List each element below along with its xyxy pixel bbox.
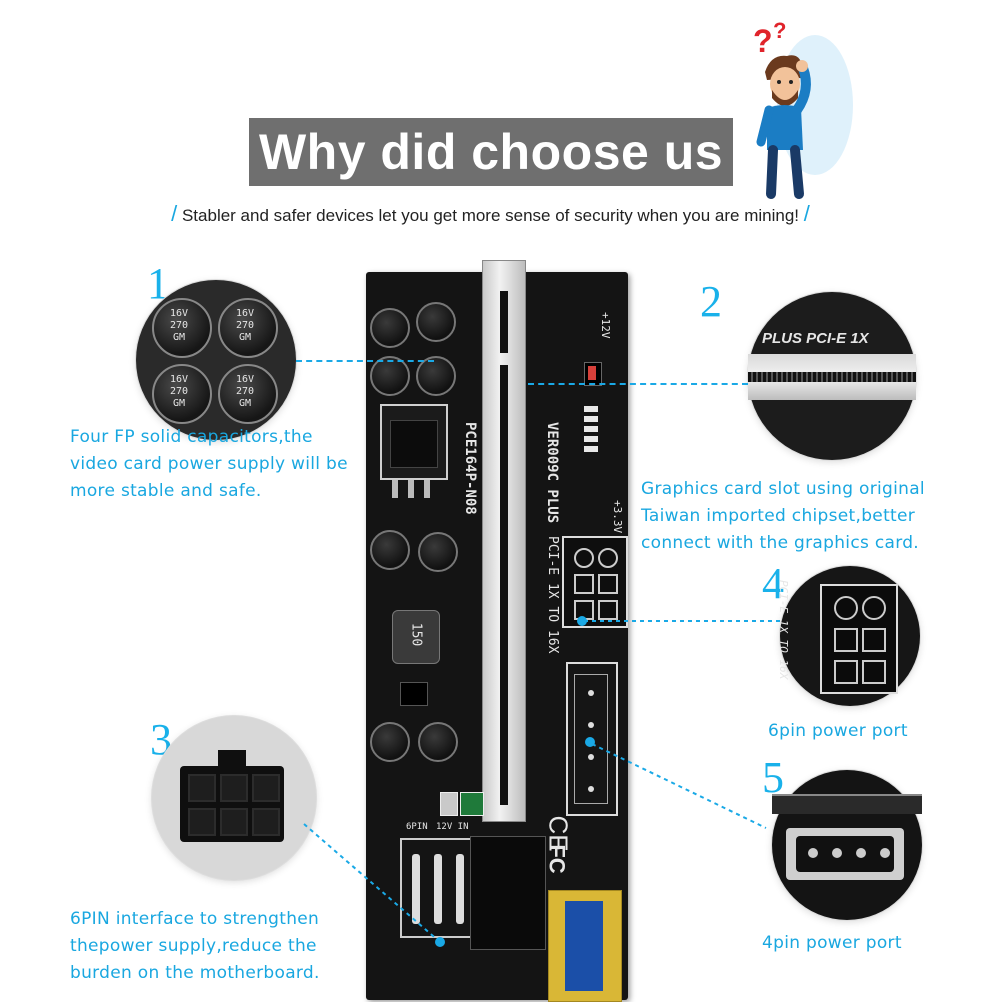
capacitor: [370, 356, 410, 396]
callout-1-description: Four FP solid capacitors,the video card …: [70, 427, 348, 501]
cap-label-brand: GM: [239, 332, 252, 343]
plus33v-label: +3.3V: [611, 500, 624, 534]
zoom-capacitor: 16V 270 GM: [152, 364, 212, 424]
callout-3-leader: [303, 823, 445, 947]
board-model-label: PCE164P-N08: [462, 422, 478, 515]
board-spec-label: PCI-E 1X TO 16X: [545, 536, 560, 654]
callout-5-zoom-circle: [772, 770, 922, 920]
cap-label-value: 270: [236, 320, 255, 331]
callout-5-description: 4pin power port: [762, 933, 902, 953]
subtitle: / Stabler and safer devices let you get …: [118, 200, 863, 228]
fuse: [440, 792, 458, 816]
callout-4-description: 6pin power port: [768, 721, 908, 741]
callout-2-description: Graphics card slot using original Taiwan…: [641, 479, 925, 553]
led-indicators: [584, 406, 598, 458]
slash-right: /: [803, 201, 810, 226]
cap-label-voltage: 16V: [170, 308, 189, 319]
zoom-capacitor: 16V 270 GM: [218, 364, 278, 424]
callout-4-leader: [577, 616, 782, 626]
cap-label-value: 270: [170, 386, 189, 397]
zoom-slot: [748, 354, 916, 400]
cap-label-brand: GM: [173, 332, 186, 343]
cap-label-value: 270: [170, 320, 189, 331]
callout-5-number: 5: [762, 753, 784, 802]
callout-3-zoom-circle: [152, 716, 316, 880]
plus12v-label: +12V: [599, 312, 612, 339]
board-version-label: VER009C PLUS: [544, 422, 560, 524]
cap-label-voltage: 16V: [170, 374, 189, 385]
cap-label-voltage: 16V: [236, 374, 255, 385]
callout-2-leader: [528, 383, 748, 385]
capacitor: [418, 532, 458, 572]
cap-label-value: 270: [236, 386, 255, 397]
zoom-molex-port: [786, 828, 904, 880]
callout-5-leader: [585, 737, 767, 829]
zoom-six-pin-plug: [180, 766, 284, 842]
cap-label-voltage: 16V: [236, 308, 255, 319]
page-title: Why did choose us: [249, 118, 733, 186]
callout-1-zoom-circle: 16V 270 GM 16V 270 GM 16V 270 GM 16V 270…: [136, 280, 296, 440]
pcie-x1-connector: [470, 836, 546, 950]
capacitor: [370, 308, 410, 348]
slash-left: /: [171, 201, 178, 226]
svg-text:?: ?: [773, 18, 786, 43]
capacitor: [416, 302, 456, 342]
voltage-regulator: [380, 404, 448, 480]
capacitor: [418, 722, 458, 762]
six-pin-port: [562, 536, 628, 628]
sixpin-silk-label: 6PIN: [406, 822, 428, 832]
callout-2-number: 2: [700, 277, 722, 326]
subtitle-text: Stabler and safer devices let you get mo…: [181, 206, 800, 225]
inductor: 150: [392, 610, 440, 664]
zoom-slot-label: PLUS PCI-E 1X: [762, 330, 869, 347]
twelve-v-in-silk-label: 12V IN: [436, 822, 469, 832]
callout-4-zoom-circle: PCI-E 1X TO 16X: [777, 566, 920, 706]
callout-2-zoom-circle: PLUS PCI-E 1X: [748, 292, 916, 460]
inductor-label: 150: [408, 622, 424, 647]
cap-label-brand: GM: [239, 398, 252, 409]
riser-board: 150 PCE164P-N08 VER009C PLUS PCI-E 1X TO…: [366, 260, 628, 1002]
callout-1-leader: [296, 360, 434, 362]
fc-mark: FC: [544, 844, 570, 874]
zoom-six-pin-port: [820, 584, 898, 694]
callout-1-number: 1: [147, 259, 169, 308]
confused-man-illustration: ? ?: [753, 18, 853, 199]
pcie-x16-slot: [482, 260, 526, 822]
capacitor: [370, 530, 410, 570]
cap-label-brand: GM: [173, 398, 186, 409]
capacitor: [370, 722, 410, 762]
callout-4-number: 4: [762, 559, 784, 608]
zoom-capacitor: 16V 270 GM: [218, 298, 278, 358]
svg-text:?: ?: [753, 23, 773, 59]
capacitor: [416, 356, 456, 396]
callout-3-description: 6PIN interface to strengthen thepower su…: [70, 909, 320, 983]
zoom-capacitor: 16V 270 GM: [152, 298, 212, 358]
ic-chip: [400, 682, 428, 706]
usb3-port: [548, 890, 622, 1002]
